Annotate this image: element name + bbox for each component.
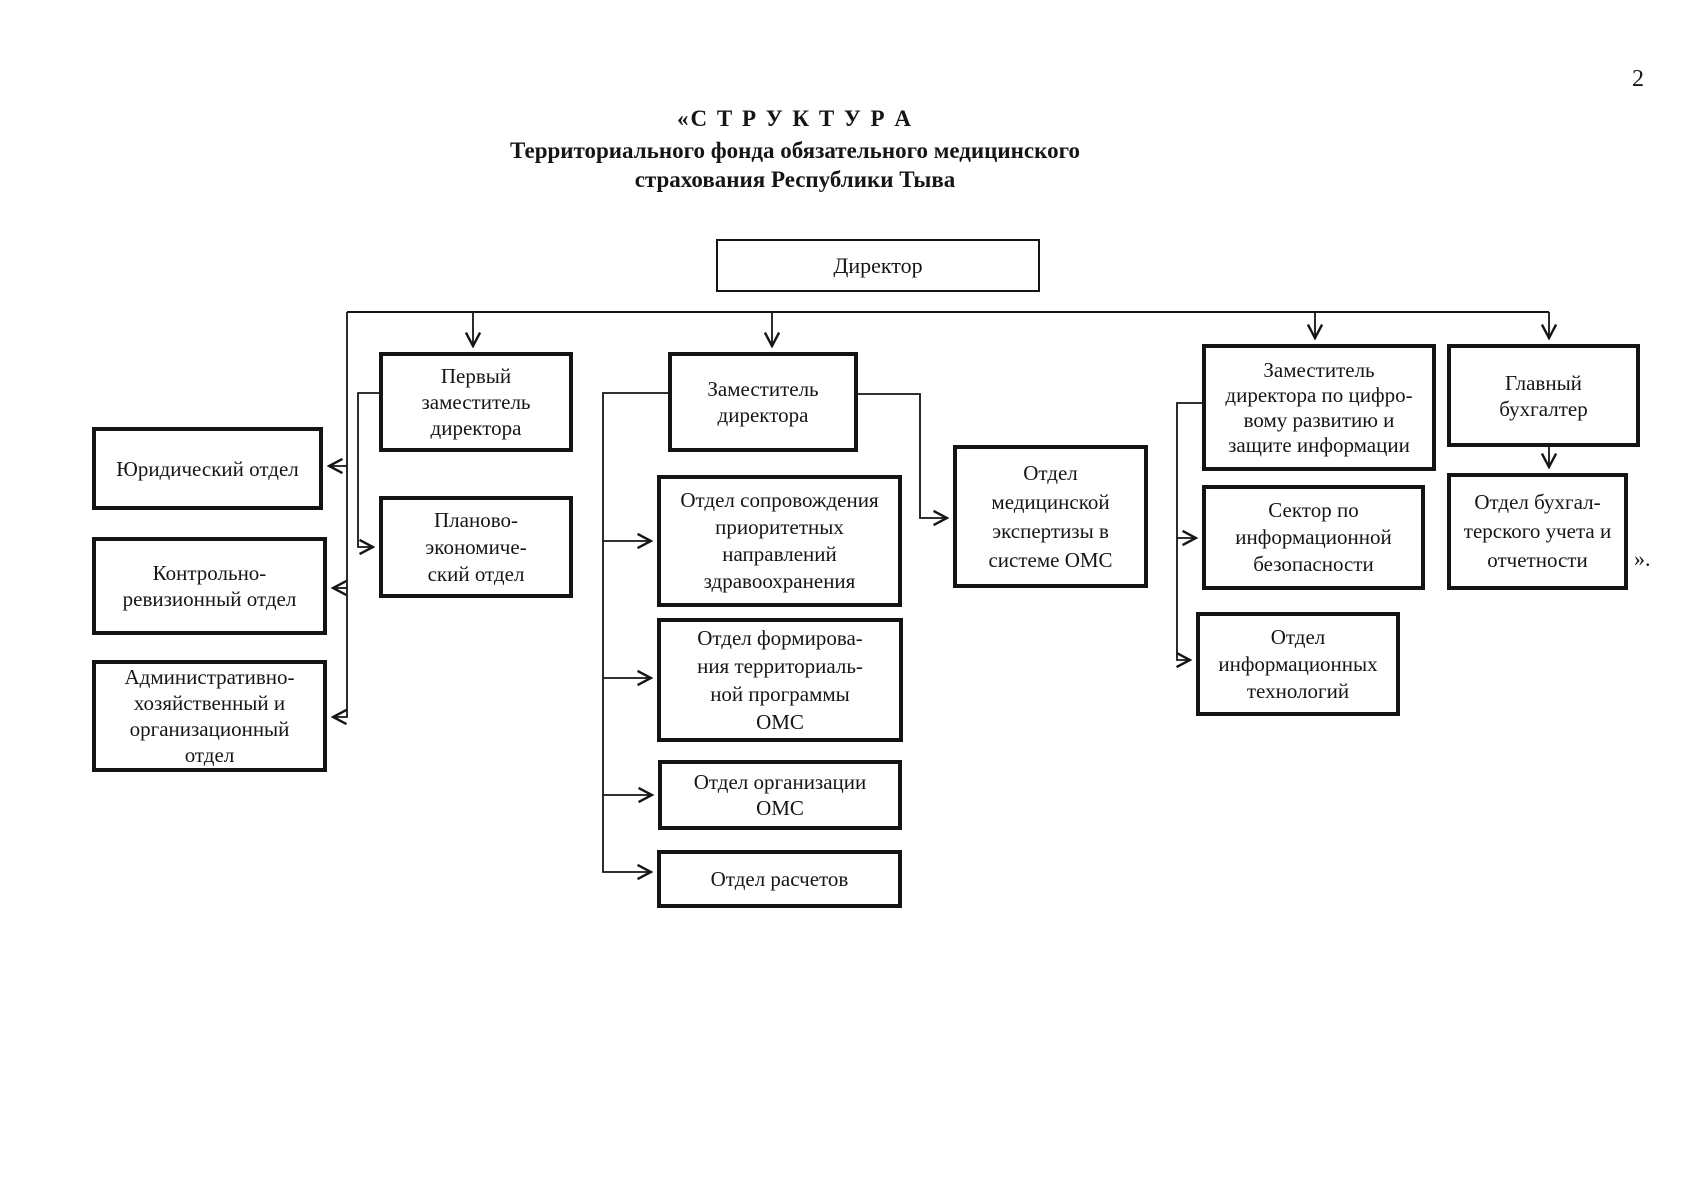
digital-spine-it-arrow — [1177, 402, 1202, 660]
deputy-spine-calc-arrow — [602, 392, 668, 872]
left-spine-admin-arrow — [333, 312, 348, 717]
closing-quote-mark: ». — [1634, 546, 1651, 571]
org-box-digital-deputy-director: Заместитель директора по цифро- вому раз… — [1202, 344, 1436, 471]
org-box-legal-department: Юридический отдел — [92, 427, 323, 510]
org-box-control-audit-department: Контрольно- ревизионный отдел — [92, 537, 327, 635]
org-box-infosec-sector: Сектор по информационной безопасности — [1202, 485, 1425, 590]
org-box-first-deputy-director: Первый заместитель директора — [379, 352, 573, 452]
title-line-1: «С Т Р У К Т У Р А — [677, 106, 913, 131]
page-number: 2 — [1632, 66, 1644, 92]
org-box-priority-support-department: Отдел сопровождения приоритетных направл… — [657, 475, 902, 607]
org-box-accounting-department: Отдел бухгал- терского учета и отчетност… — [1447, 473, 1628, 590]
org-box-calculations-department: Отдел расчетов — [657, 850, 902, 908]
document-title: «С Т Р У К Т У Р А Территориального фонд… — [450, 104, 1140, 194]
org-box-chief-accountant: Главный бухгалтер — [1447, 344, 1640, 447]
org-box-plan-econ-department: Планово- экономиче- ский отдел — [379, 496, 573, 598]
title-line-3: страхования Республики Тыва — [634, 167, 956, 192]
org-box-admin-org-department: Административно- хозяйственный и организ… — [92, 660, 327, 772]
feeder-medexpert — [858, 393, 947, 518]
org-box-deputy-director: Заместитель директора — [668, 352, 858, 452]
org-box-it-department: Отдел информационных технологий — [1196, 612, 1400, 716]
org-box-territorial-program-department: Отдел формирова- ния территориаль- ной п… — [657, 618, 903, 742]
title-line-2: Территориального фонда обязательного мед… — [510, 138, 1080, 163]
org-box-medical-expertise-department: Отдел медицинской экспертизы в системе О… — [953, 445, 1148, 588]
org-box-director: Директор — [716, 239, 1040, 292]
feeder-plan-econ — [357, 392, 379, 547]
org-box-oms-organization-department: Отдел организации ОМС — [658, 760, 902, 830]
